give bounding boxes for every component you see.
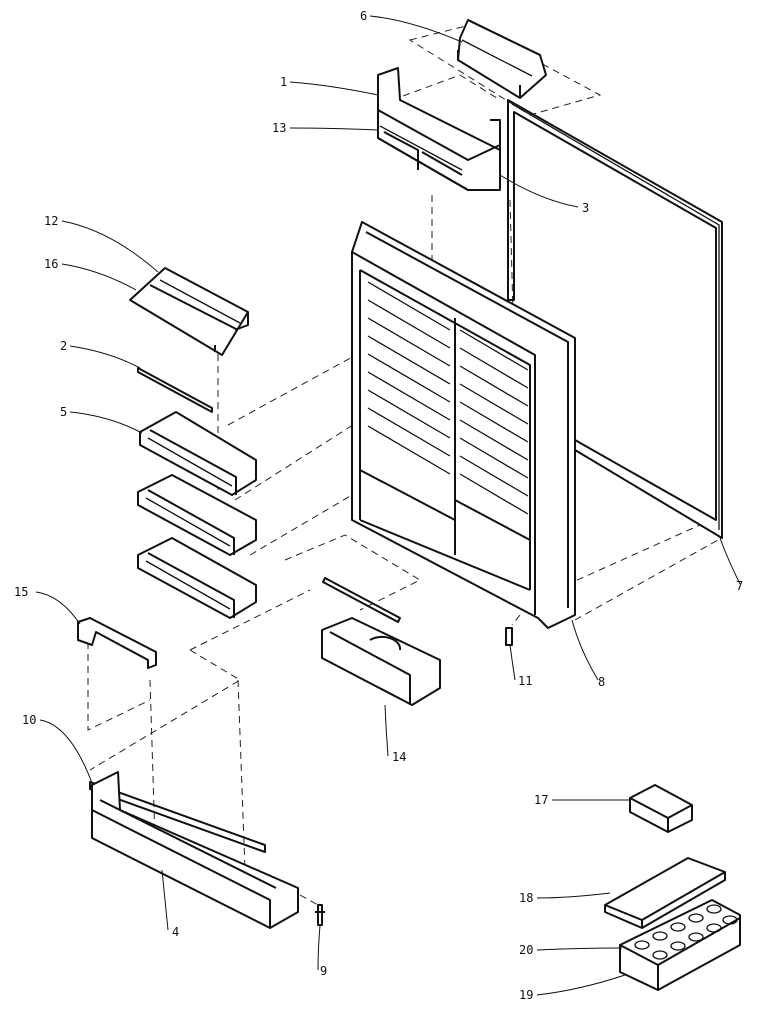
- center-bin: [321, 577, 441, 706]
- callout-2: 2: [60, 339, 67, 353]
- callout-15: 15: [14, 585, 28, 599]
- callout-20: 20: [519, 943, 533, 957]
- clip-part: [315, 904, 325, 926]
- egg-tray: [619, 899, 741, 991]
- retainer-rod: [89, 781, 266, 853]
- callout-16: 16: [44, 257, 58, 271]
- callout-18: 18: [519, 891, 533, 905]
- callout-13: 13: [272, 121, 286, 135]
- callout-6: 6: [360, 9, 367, 23]
- top-cover: [457, 19, 547, 99]
- callout-9: 9: [320, 964, 327, 978]
- door-bin-upper: [139, 411, 257, 496]
- callout-7: 7: [736, 579, 743, 593]
- callout-5: 5: [60, 405, 67, 419]
- dairy-compartment: [377, 67, 501, 191]
- door-bin-middle: [137, 474, 257, 556]
- callout-19: 19: [519, 988, 533, 1002]
- callout-11: 11: [518, 674, 532, 688]
- callout-3: 3: [582, 201, 589, 215]
- callout-8: 8: [598, 675, 605, 689]
- door-liner: [351, 221, 576, 629]
- egg-tray-lid: [604, 857, 726, 929]
- door-gasket: [507, 99, 723, 539]
- leader-lines: [35, 15, 741, 996]
- callout-14: 14: [392, 750, 406, 764]
- door-bin-lower: [137, 537, 257, 619]
- bin-bracket: [77, 617, 157, 669]
- shelf-lid: [129, 267, 249, 356]
- long-bottom-bin: [91, 771, 299, 929]
- callout-17: 17: [534, 793, 548, 807]
- callout-4: 4: [172, 925, 179, 939]
- callout-labels: 1 2 3 4 5 6 7 8 9 10 11 12 13 14 15 16 1…: [14, 9, 743, 1002]
- butter-dish: [629, 784, 693, 833]
- retainer-bar: [137, 367, 213, 413]
- egg-cups: [634, 904, 738, 960]
- callout-1: 1: [280, 75, 287, 89]
- callout-10: 10: [22, 713, 36, 727]
- callout-12: 12: [44, 214, 58, 228]
- screw-part: [505, 627, 513, 646]
- liner-shelf-ribs: [367, 281, 529, 515]
